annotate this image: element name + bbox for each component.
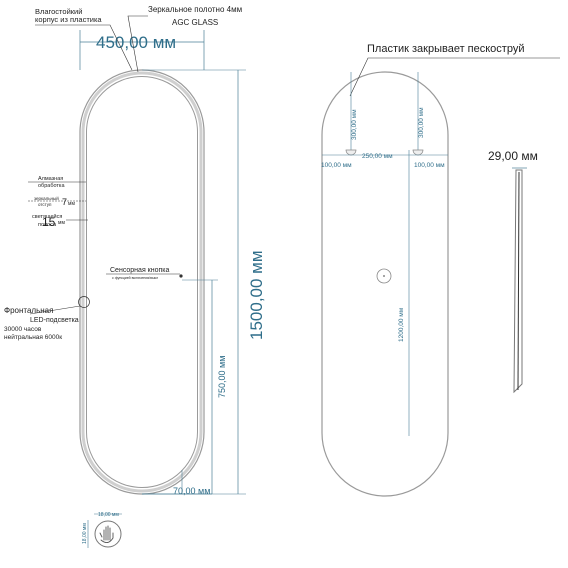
back-right-side-label: 100,00 мм [414, 162, 445, 169]
back-left-mount [345, 149, 357, 156]
callout-strip-value: 15 [42, 215, 56, 229]
callout-led-line4: нейтральная 6000к [4, 333, 62, 341]
callout-led-line1: Фронтальная [4, 306, 53, 315]
callout-led-line2: LED-подсветка [30, 317, 79, 324]
sensor-detail-circle [94, 520, 122, 548]
plastic-cover-leader [349, 57, 560, 97]
front-mirror-inner [86, 76, 198, 488]
height-dim-label: 1500,00 мм [247, 250, 266, 340]
back-right-vertical-label: 300,00 мм [418, 107, 425, 138]
callout-glass-line1: Зеркальное полотно 4мм [148, 5, 242, 14]
front-view: 450,00 мм 1500,00 мм 750,00 мм 70,00 мм … [4, 5, 266, 496]
callout-sensor-title: Сенсорная кнопка [110, 267, 170, 274]
callout-glass-line2: AGC GLASS [172, 18, 218, 27]
front-mirror-outer [79, 69, 205, 495]
sensor-hand-icon [99, 525, 114, 543]
half-height-dim-label: 750,00 мм [217, 356, 227, 398]
back-center-vertical-label: 1200,00 мм [398, 307, 405, 342]
side-depth-label: 29,00 мм [488, 149, 538, 163]
sensor-detail-height-label: 18,00 мм [82, 523, 88, 544]
back-mount-spacing-label: 250,00 мм [362, 153, 393, 160]
callout-body-line1: Влагостойкий [35, 7, 82, 16]
back-mirror-outline [321, 71, 449, 497]
callout-body-leader [35, 24, 133, 71]
callout-sensor-sub: с функцией включения/выкл [112, 276, 158, 280]
callout-strip-line2: полоса [38, 222, 57, 228]
back-sensor-circle [376, 268, 392, 284]
callout-offset-line2: отступ [38, 202, 52, 207]
side-profile-outer [513, 169, 523, 394]
callout-facet-line2: обработка [38, 183, 65, 189]
callout-strip-line1: светящейся [32, 213, 62, 220]
back-right-mount [412, 149, 424, 156]
back-sensor-dot [383, 275, 385, 277]
callout-offset-line1: зеркальный [34, 195, 59, 201]
callout-glass-leader [127, 15, 148, 73]
width-dim-label: 450,00 мм [96, 33, 176, 52]
callout-offset-value: 7 [62, 197, 67, 207]
sensor-detail: 18,00 мм 18,00 мм [82, 512, 122, 548]
callout-strip-unit: мм [58, 220, 65, 226]
plastic-cover-note: Пластик закрывает пескоструй [367, 43, 524, 55]
callout-offset-unit: мм [68, 201, 75, 207]
back-view: Пластик закрывает пескоструй 300,00 мм 3… [321, 43, 560, 497]
front-mirror-led-strip [81, 71, 203, 493]
side-view: 29,00 мм [488, 149, 538, 394]
back-left-vertical-label: 300,00 мм [351, 109, 358, 140]
callout-led-line3: 30000 часов [4, 326, 42, 333]
callout-body-line2: корпус из пластика [35, 15, 102, 24]
front-sensor-dot [179, 274, 183, 278]
side-profile-inner [517, 171, 520, 391]
led-callout-leader [29, 305, 81, 315]
bottom-offset-label: 70,00 мм [173, 486, 210, 496]
led-callout-circle [78, 296, 90, 308]
sensor-detail-width-label: 18,00 мм [98, 512, 119, 518]
callout-facet-line1: Алмазная [38, 176, 63, 182]
back-left-side-label: 100,00 мм [321, 162, 352, 169]
